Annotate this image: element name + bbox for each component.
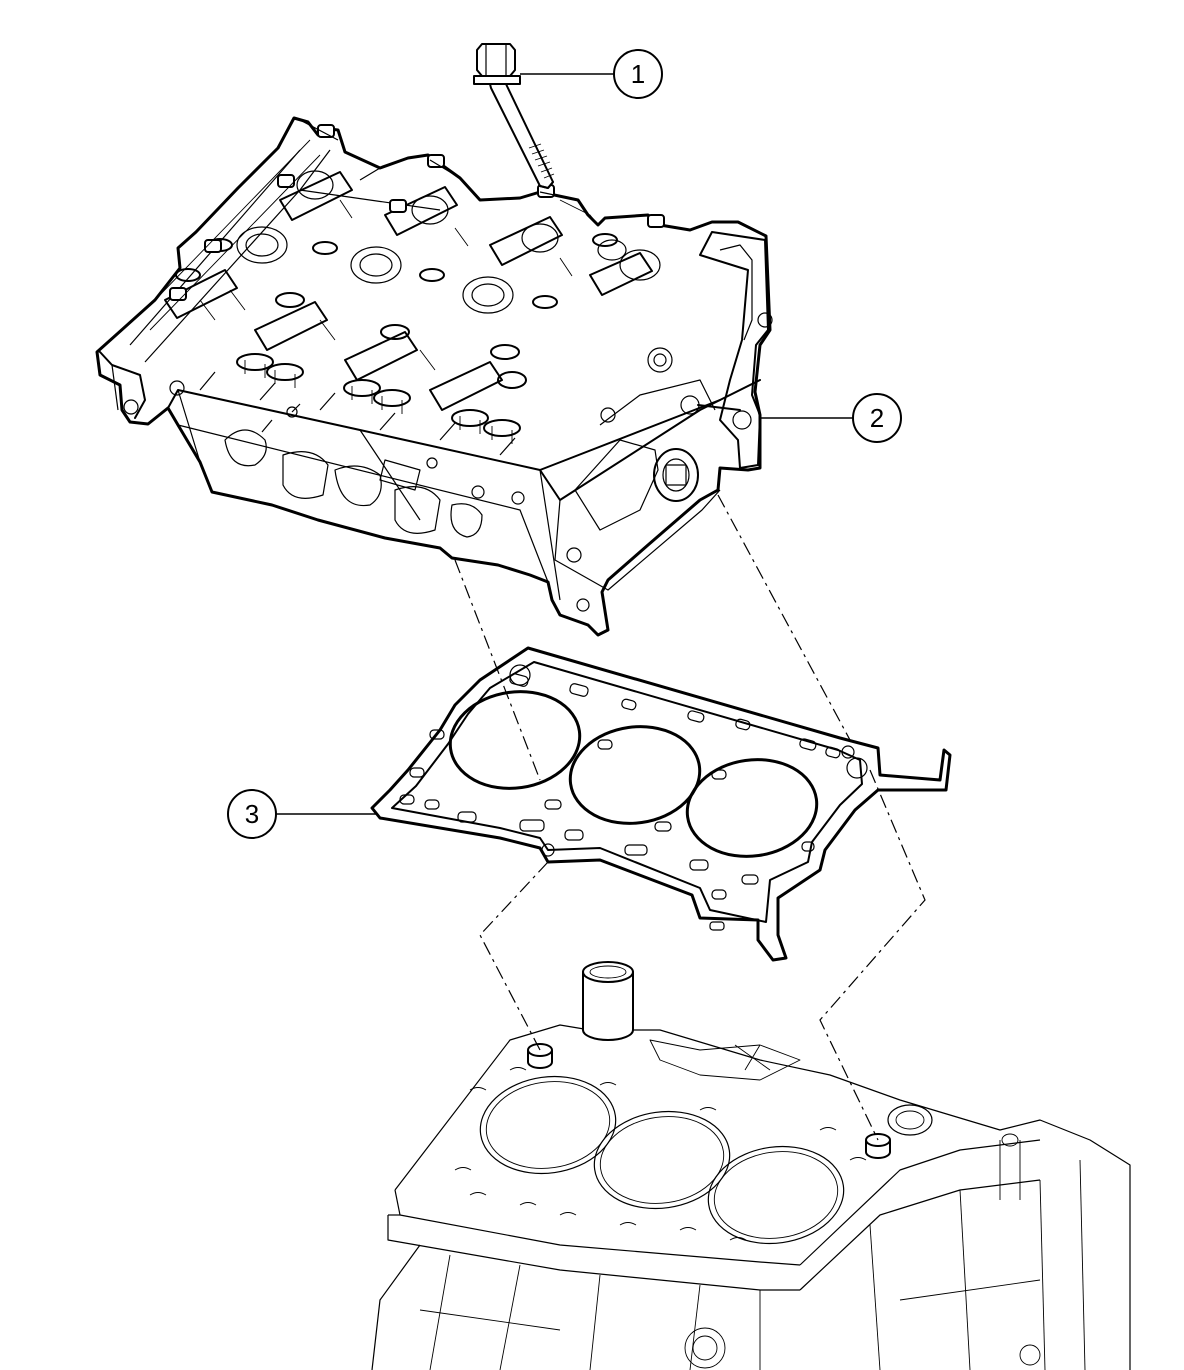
callout-3: 3 bbox=[227, 789, 378, 839]
callout-1: 1 bbox=[520, 49, 663, 99]
cylinder-head bbox=[95, 116, 773, 637]
callout-3-label: 3 bbox=[245, 799, 259, 829]
alignment-lines bbox=[454, 494, 926, 1141]
engine-block bbox=[371, 961, 1131, 1370]
callout-1-label: 1 bbox=[631, 59, 645, 89]
callout-2-label: 2 bbox=[870, 403, 884, 433]
head-gasket bbox=[370, 646, 952, 962]
head-bolt bbox=[473, 43, 555, 189]
callout-2: 2 bbox=[760, 393, 902, 443]
